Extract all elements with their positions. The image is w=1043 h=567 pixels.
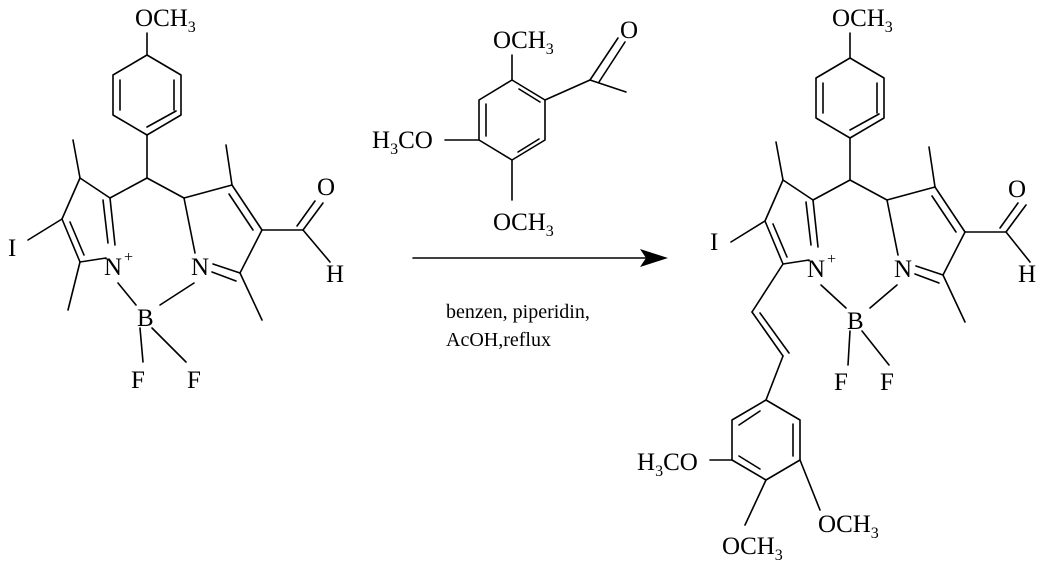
product-styryl-methoxy-right-label: OCH3	[818, 511, 879, 542]
product-plus-sign: +	[827, 251, 836, 268]
conditions-line-2: AcOH,reflux	[446, 329, 551, 351]
product-methoxy-top-label: OCH3	[832, 5, 893, 36]
arrow-head	[640, 249, 668, 267]
reactant-plus-sign: +	[124, 249, 133, 266]
reactant-methoxy-top-text: CH	[153, 5, 188, 32]
product-anisyl-ring	[815, 57, 885, 139]
product-n-plus-label: N	[807, 256, 825, 283]
reagent-benzene-ring	[478, 79, 546, 161]
product-fluoro-left-label: F	[834, 369, 848, 396]
reactant-boron-label: B	[137, 305, 154, 332]
reagent-aldehyde-o-label: O	[620, 17, 638, 44]
product-trimethoxyphenyl-ring	[731, 399, 801, 481]
reactant-fluoro-right-label: F	[187, 367, 201, 394]
reagent-methoxy-left-label: H3CO	[372, 127, 433, 158]
product-n-label: N	[894, 256, 912, 283]
product-styryl-methoxy-bottom-label: OCH3	[722, 533, 783, 564]
reactant-methoxy-top-label: OCH3	[135, 5, 196, 36]
conditions-line-1: benzen, piperidin,	[446, 301, 590, 323]
reactant-fluoro-left-label: F	[131, 367, 145, 394]
product-molecule: OCH3 I N +	[637, 5, 1036, 564]
reagent-molecule: OCH3 O H3CO OCH3	[372, 17, 638, 240]
reaction-arrow	[412, 249, 668, 267]
reactant-aldehyde-o-label: O	[317, 174, 335, 201]
reactant-iodo-label: I	[8, 235, 16, 262]
reactant-molecule: OCH3 I N +	[8, 5, 344, 394]
product-fluoro-right-label: F	[880, 369, 894, 396]
reactant-anisyl-ring	[112, 54, 182, 136]
product-iodo-label: I	[710, 229, 718, 256]
product-aldehyde-o-label: O	[1008, 176, 1026, 203]
product-boron-label: B	[847, 308, 864, 335]
product-aldehyde-h-label: H	[1018, 261, 1036, 288]
reagent-methoxy-bottom-label: OCH3	[493, 209, 554, 240]
reactant-n-label: N	[191, 254, 209, 281]
reactant-aldehyde-h-label: H	[326, 261, 344, 288]
product-styryl-methoxy-left-label: H3CO	[637, 449, 698, 480]
reagent-methoxy-top-label: OCH3	[493, 27, 554, 58]
reactant-n-plus-label: N	[104, 254, 122, 281]
